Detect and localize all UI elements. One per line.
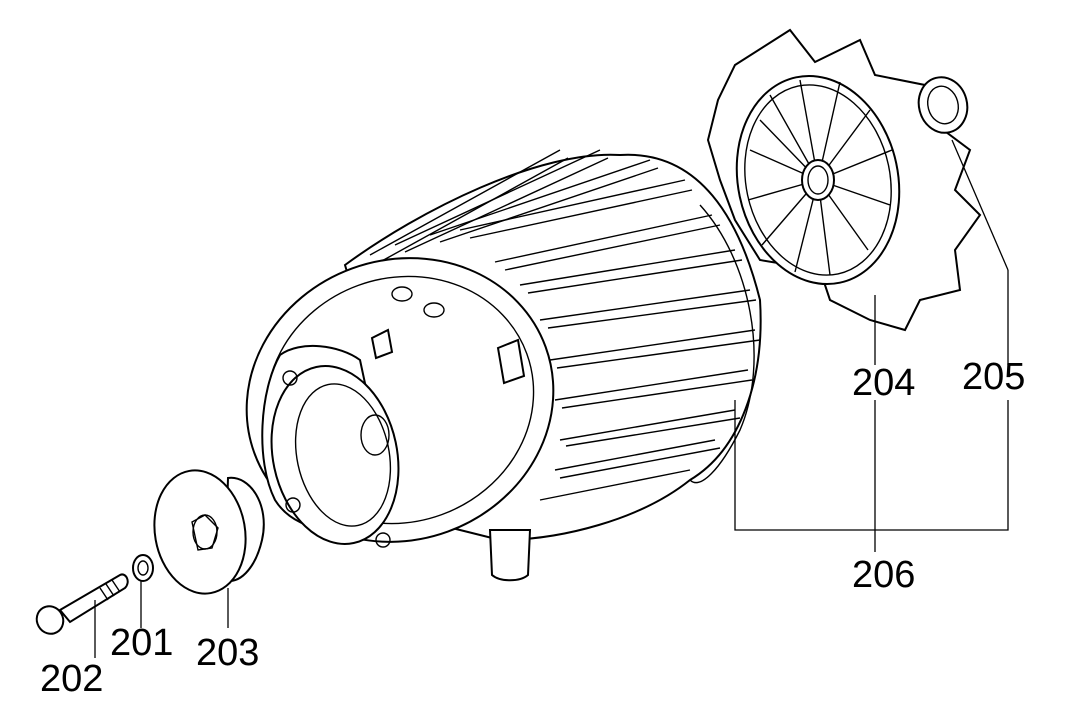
ring-part-205 bbox=[917, 76, 969, 134]
part-label-206: 206 bbox=[852, 554, 916, 596]
part-label-205: 205 bbox=[962, 356, 1026, 398]
part-label-204: 204 bbox=[852, 362, 916, 404]
leader-lines bbox=[94, 139, 1009, 658]
leader-205a bbox=[951, 139, 1009, 271]
part-label-203: 203 bbox=[196, 632, 260, 674]
fan-part-204 bbox=[706, 28, 982, 332]
leader-206-bracket bbox=[734, 400, 1009, 531]
part-label-202: 202 bbox=[40, 658, 104, 700]
motor-housing bbox=[245, 149, 762, 582]
washer-part-201 bbox=[132, 554, 154, 582]
screw-part-202 bbox=[35, 573, 129, 635]
part-label-201: 201 bbox=[110, 622, 174, 664]
cover-part-203 bbox=[153, 469, 265, 595]
